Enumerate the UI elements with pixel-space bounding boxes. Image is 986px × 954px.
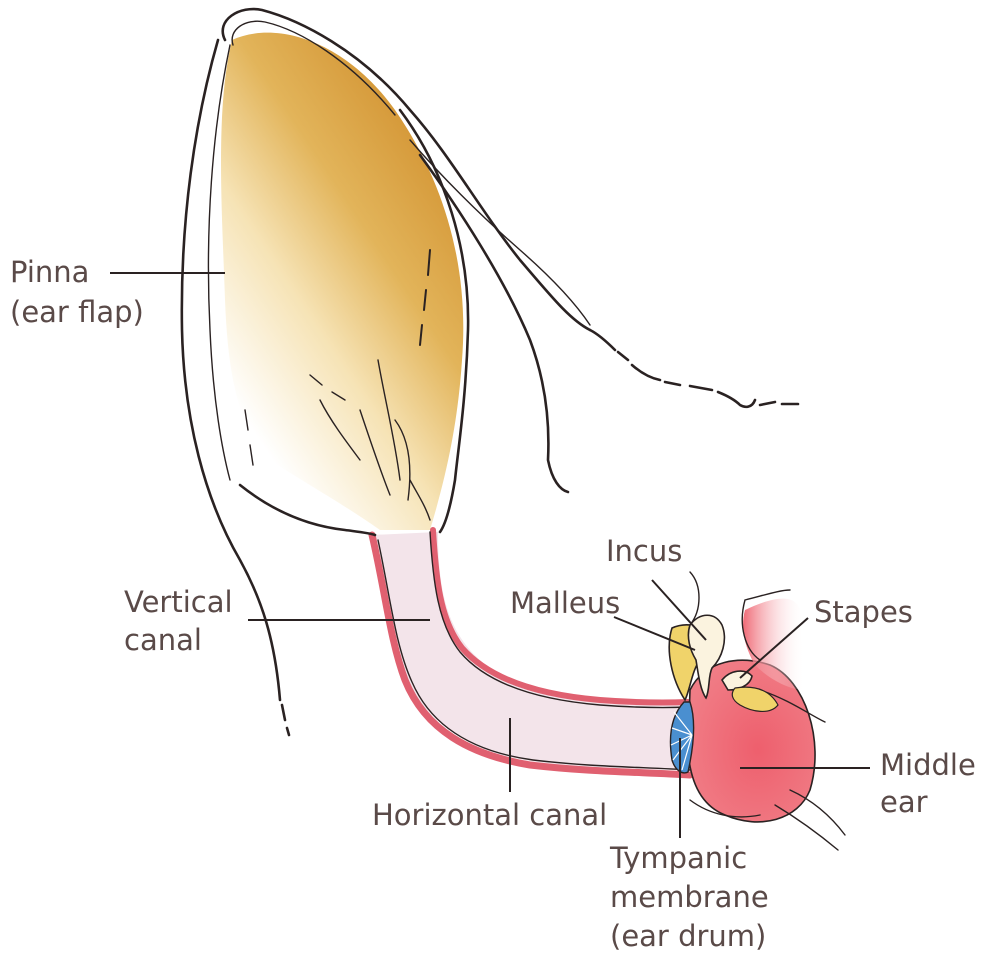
- middle-ear-label-line2: ear: [880, 785, 928, 819]
- middle-ear-label-line1: Middle: [880, 748, 976, 782]
- tympanic-label-line3: (ear drum): [610, 919, 766, 953]
- pinna-label-line1: Pinna: [10, 255, 89, 289]
- tympanic-label-line1: Tympanic: [609, 841, 747, 875]
- incus-label: Incus: [606, 534, 682, 568]
- pinna-left-dash: [282, 705, 289, 735]
- pinna-label-line2: (ear flap): [10, 295, 144, 329]
- skull-contour-right: [590, 330, 798, 407]
- vertical-canal-label-line1: Vertical: [124, 585, 233, 619]
- malleus-label: Malleus: [510, 586, 620, 620]
- vertical-canal-label-line2: canal: [124, 623, 202, 657]
- stapes-label: Stapes: [814, 595, 913, 629]
- horizontal-canal-label: Horizontal canal: [372, 798, 607, 832]
- pinna-flap: [221, 33, 463, 530]
- tympanic-label-line2: membrane: [610, 880, 769, 914]
